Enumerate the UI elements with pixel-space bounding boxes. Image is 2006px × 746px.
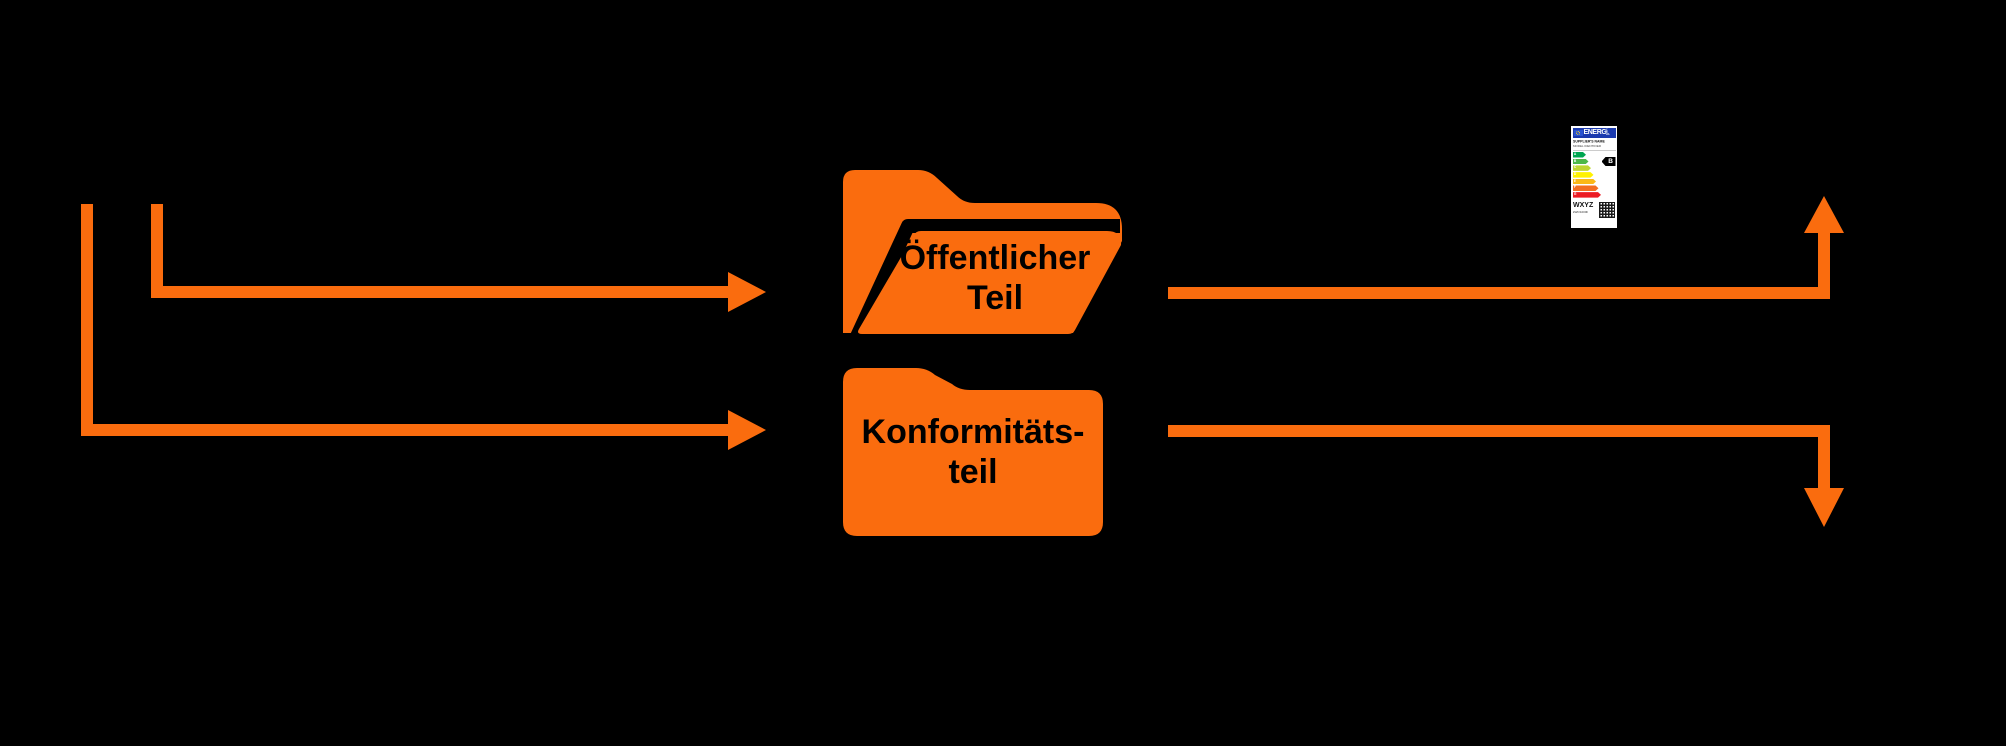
- supplier-name: SUPPLIER'S NAME: [1573, 139, 1605, 143]
- qr-code: [1599, 202, 1615, 218]
- class-row-d: D: [1573, 172, 1594, 178]
- rated-class-letter: B: [1608, 158, 1613, 165]
- energy-consumption-value: WXYZ: [1573, 202, 1594, 209]
- folder-conformity-part: Konformitäts- teil: [843, 368, 1103, 536]
- class-row-e: E: [1573, 179, 1596, 185]
- class-letter: B: [1573, 159, 1577, 163]
- folder-public-label-line2: Teil: [967, 279, 1023, 317]
- arrow-into-public-part: [151, 204, 766, 312]
- arrow-out-of-public-part: [1168, 196, 1844, 299]
- energ-wordmark: ENERG: [1583, 128, 1607, 136]
- energ-wordmark-suffix: Y IE IJA: [1606, 129, 1610, 136]
- efficiency-scale: A B C D E F G: [1573, 152, 1601, 199]
- class-row-f: F: [1573, 185, 1599, 191]
- folder-public-opening-gap: [846, 219, 1120, 348]
- eu-energy-label: ENERG Y IE IJA SUPPLIER'S NAME MODEL IDE…: [1571, 126, 1617, 228]
- class-letter: F: [1573, 186, 1576, 190]
- class-row-b: B: [1573, 159, 1589, 165]
- arrow-into-conformity-part: [81, 204, 766, 450]
- class-letter: D: [1573, 172, 1577, 177]
- arrow-out-of-conformity-part: [1168, 425, 1844, 527]
- eu-flag-icon: [1573, 129, 1583, 136]
- model-identifier: MODEL IDENTIFIER: [1573, 144, 1602, 148]
- energ-suffix-ie: IE: [1606, 131, 1609, 134]
- class-letter: A: [1573, 152, 1577, 156]
- energ-suffix-ija: IJA: [1606, 133, 1610, 137]
- energy-consumption-unit: kWh/1000h: [1573, 210, 1589, 214]
- folder-conformity-label-line2: teil: [948, 453, 997, 491]
- class-letter: G: [1573, 192, 1577, 197]
- folder-public-part: Öffentlicher Teil: [843, 170, 1122, 348]
- class-row-c: C: [1573, 165, 1591, 171]
- label-divider: [1572, 149, 1616, 151]
- folder-conformity-label-line1: Konformitäts-: [862, 413, 1085, 451]
- energ-suffix-y: Y: [1606, 128, 1608, 132]
- folder-public-front-flap: [858, 231, 1122, 334]
- folder-public-label-line1: Öffentlicher: [900, 239, 1091, 277]
- class-letter: C: [1573, 166, 1577, 170]
- class-row-g: G: [1573, 192, 1601, 198]
- energy-label-header: ENERG Y IE IJA: [1572, 127, 1616, 138]
- class-letter: E: [1573, 179, 1577, 183]
- rated-class-indicator: B: [1601, 157, 1616, 166]
- folder-conformity-body: [843, 368, 1103, 536]
- class-row-a: A: [1573, 152, 1586, 158]
